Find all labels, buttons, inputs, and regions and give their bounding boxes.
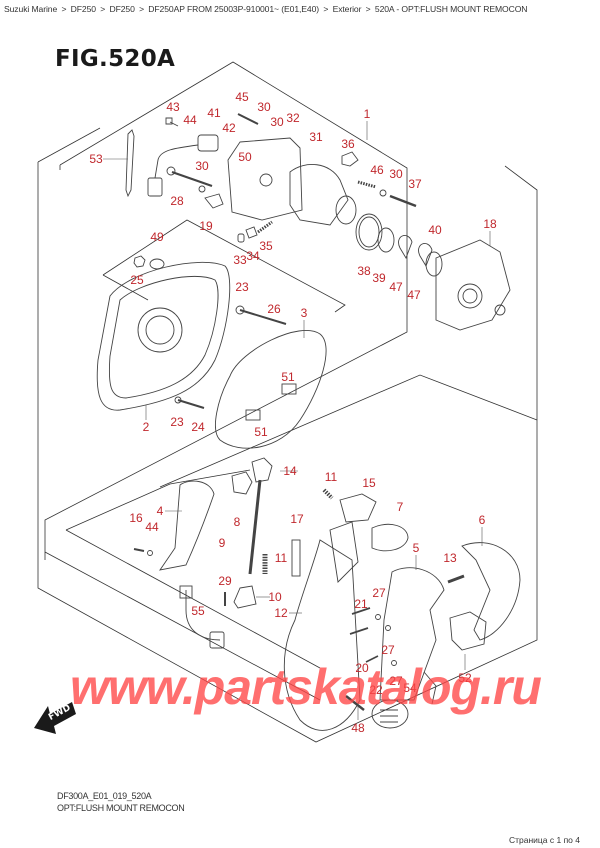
breadcrumb-item-df250[interactable]: DF250 — [70, 4, 96, 14]
callout-part-11[interactable]: 11 — [324, 470, 338, 484]
assembly-outline — [44, 61, 408, 560]
breadcrumb: Suzuki Marine > DF250 > DF250 > DF250AP … — [4, 4, 528, 14]
callout-part-15[interactable]: 15 — [362, 476, 376, 490]
callout-part-6[interactable]: 6 — [478, 513, 486, 527]
callout-part-35[interactable]: 35 — [259, 239, 273, 253]
plate-32 — [227, 137, 303, 221]
callout-part-19[interactable]: 19 — [199, 219, 213, 233]
breadcrumb-separator: > — [139, 4, 144, 14]
callout-part-14[interactable]: 14 — [283, 464, 297, 478]
callout-part-13[interactable]: 13 — [443, 551, 457, 565]
figure-title: FIG.520A — [55, 46, 176, 72]
pagination-status: Страница с 1 по 4 — [508, 835, 580, 845]
callout-part-25[interactable]: 25 — [130, 273, 144, 287]
panel-2 — [96, 261, 231, 411]
drawing-code: DF300A_E01_019_520A — [57, 791, 152, 801]
callout-part-2[interactable]: 2 — [142, 420, 150, 434]
callout-part-37[interactable]: 37 — [408, 177, 422, 191]
callout-part-27[interactable]: 27 — [372, 586, 386, 600]
figure-subtitle: OPT:FLUSH MOUNT REMOCON — [57, 803, 185, 813]
callout-part-32[interactable]: 32 — [286, 111, 300, 125]
breadcrumb-separator: > — [100, 4, 106, 14]
callout-part-40[interactable]: 40 — [428, 223, 442, 237]
cable-tie-53 — [125, 129, 135, 198]
callout-part-42[interactable]: 42 — [222, 121, 236, 135]
callout-part-54[interactable]: 54 — [403, 681, 417, 695]
callout-part-55[interactable]: 55 — [191, 604, 205, 618]
callout-part-20[interactable]: 20 — [355, 661, 369, 675]
callout-part-30[interactable]: 30 — [257, 100, 271, 114]
callout-part-24[interactable]: 24 — [191, 420, 205, 434]
emblem-cap — [371, 699, 409, 729]
callout-part-27[interactable]: 27 — [381, 643, 395, 657]
callout-part-50[interactable]: 50 — [238, 150, 252, 164]
fwd-arrow-icon — [34, 702, 76, 734]
housing-18 — [435, 239, 511, 331]
callout-part-52[interactable]: 52 — [458, 671, 472, 685]
callout-part-22[interactable]: 22 — [369, 683, 383, 697]
callout-part-51[interactable]: 51 — [281, 370, 295, 384]
callout-part-51[interactable]: 51 — [254, 425, 268, 439]
breadcrumb-item-suzuki-marine[interactable]: Suzuki Marine — [4, 4, 58, 14]
cover-5 — [379, 567, 445, 701]
callout-part-43[interactable]: 43 — [166, 100, 180, 114]
callout-part-49[interactable]: 49 — [150, 230, 164, 244]
callout-part-46[interactable]: 46 — [370, 163, 384, 177]
callout-part-16[interactable]: 16 — [129, 511, 143, 525]
callout-part-41[interactable]: 41 — [207, 106, 221, 120]
callout-part-30[interactable]: 30 — [195, 159, 209, 173]
breadcrumb-separator: > — [365, 4, 371, 14]
breadcrumb-item-df250ap[interactable]: DF250AP FROM 25003P-910001~ (E01,E40) — [148, 4, 320, 14]
callout-part-1[interactable]: 1 — [363, 107, 371, 121]
callout-part-18[interactable]: 18 — [483, 217, 497, 231]
callout-part-23[interactable]: 23 — [170, 415, 184, 429]
callout-part-45[interactable]: 45 — [235, 90, 249, 104]
callout-part-30[interactable]: 30 — [389, 167, 403, 181]
callout-part-9[interactable]: 9 — [218, 536, 226, 550]
shaft-31 — [289, 164, 349, 226]
callout-part-12[interactable]: 12 — [274, 606, 288, 620]
handle-12 — [283, 539, 361, 731]
outer-outline — [37, 162, 538, 743]
cover-6 — [461, 542, 521, 641]
sensor-41 — [197, 134, 219, 152]
callout-part-53[interactable]: 53 — [89, 152, 103, 166]
callout-part-5[interactable]: 5 — [412, 541, 420, 555]
callout-part-34[interactable]: 34 — [246, 249, 260, 263]
callout-part-48[interactable]: 48 — [351, 721, 365, 735]
callout-part-23[interactable]: 23 — [235, 280, 249, 294]
lever-4 — [159, 480, 215, 571]
callout-part-11[interactable]: 11 — [274, 551, 288, 565]
callout-part-7[interactable]: 7 — [396, 500, 404, 514]
callout-part-4[interactable]: 4 — [156, 504, 164, 518]
callout-part-8[interactable]: 8 — [233, 515, 241, 529]
callout-part-30[interactable]: 30 — [270, 115, 284, 129]
callout-part-31[interactable]: 31 — [309, 130, 323, 144]
callout-part-36[interactable]: 36 — [341, 137, 355, 151]
breadcrumb-separator: > — [323, 4, 329, 14]
callout-part-26[interactable]: 26 — [267, 302, 281, 316]
callout-part-3[interactable]: 3 — [300, 306, 308, 320]
callout-part-27[interactable]: 27 — [389, 674, 403, 688]
callout-part-29[interactable]: 29 — [218, 574, 232, 588]
breadcrumb-separator: > — [61, 4, 67, 14]
callout-part-39[interactable]: 39 — [372, 271, 386, 285]
breadcrumb-item-exterior[interactable]: Exterior — [332, 4, 362, 14]
breadcrumb-item-current: 520A - OPT:FLUSH MOUNT REMOCON — [374, 4, 528, 14]
breadcrumb-item-df250-model[interactable]: DF250 — [109, 4, 135, 14]
callout-part-28[interactable]: 28 — [170, 194, 184, 208]
switch-52 — [449, 611, 487, 651]
callout-part-44[interactable]: 44 — [145, 520, 159, 534]
callout-part-47[interactable]: 47 — [407, 288, 421, 302]
callout-part-47[interactable]: 47 — [389, 280, 403, 294]
callout-part-38[interactable]: 38 — [357, 264, 371, 278]
callout-part-44[interactable]: 44 — [183, 113, 197, 127]
callout-part-21[interactable]: 21 — [354, 597, 368, 611]
callout-part-17[interactable]: 17 — [290, 512, 304, 526]
callout-part-33[interactable]: 33 — [233, 253, 247, 267]
cover-3 — [215, 329, 327, 449]
callout-part-10[interactable]: 10 — [268, 590, 282, 604]
